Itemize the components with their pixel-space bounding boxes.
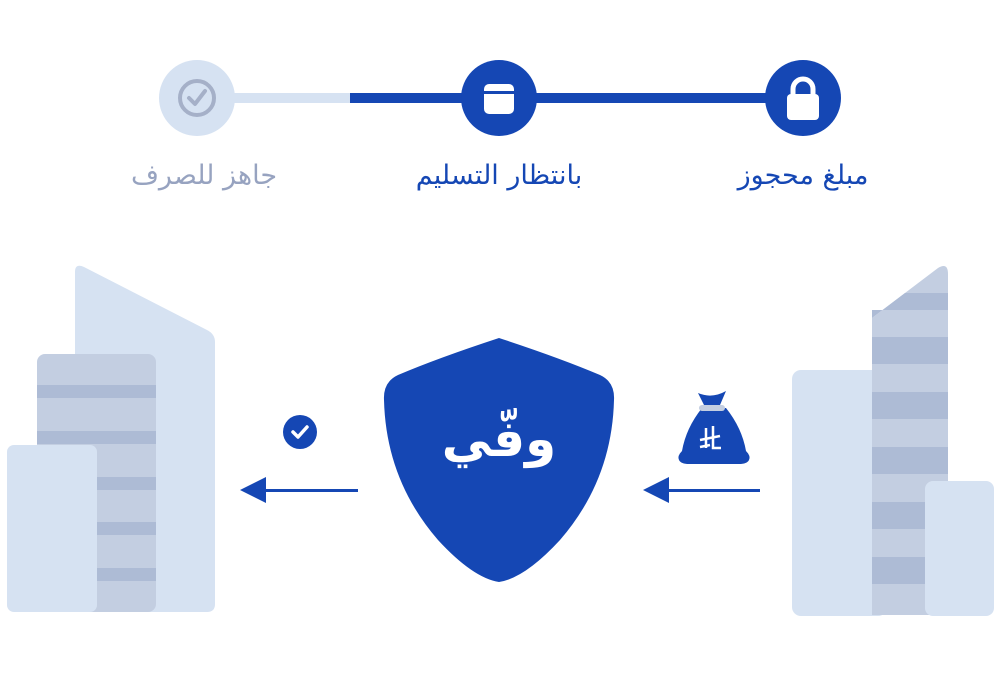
check-circle-icon	[178, 79, 216, 117]
arrow-to-recipient	[240, 477, 358, 503]
step-circle-ready	[159, 60, 235, 136]
step-label-ready: جاهز للصرف	[130, 160, 278, 191]
progress-line-pending	[230, 93, 355, 103]
step-label-awaiting: بانتظار التسليم	[415, 160, 583, 191]
step-circle-awaiting	[461, 60, 537, 136]
box-icon	[484, 84, 514, 114]
progress-line-done	[350, 93, 770, 103]
check-badge-icon	[283, 415, 317, 449]
brand-logo-text: وفّي	[441, 410, 557, 468]
sender-buildings	[792, 266, 994, 616]
step-label-reserved: مبلغ محجوز	[737, 160, 869, 191]
money-bag-icon	[678, 391, 750, 464]
step-circle-reserved	[765, 60, 841, 136]
arrow-to-escrow	[643, 477, 760, 503]
recipient-buildings	[7, 265, 215, 612]
lock-icon	[790, 76, 816, 96]
shield-icon	[383, 338, 615, 582]
